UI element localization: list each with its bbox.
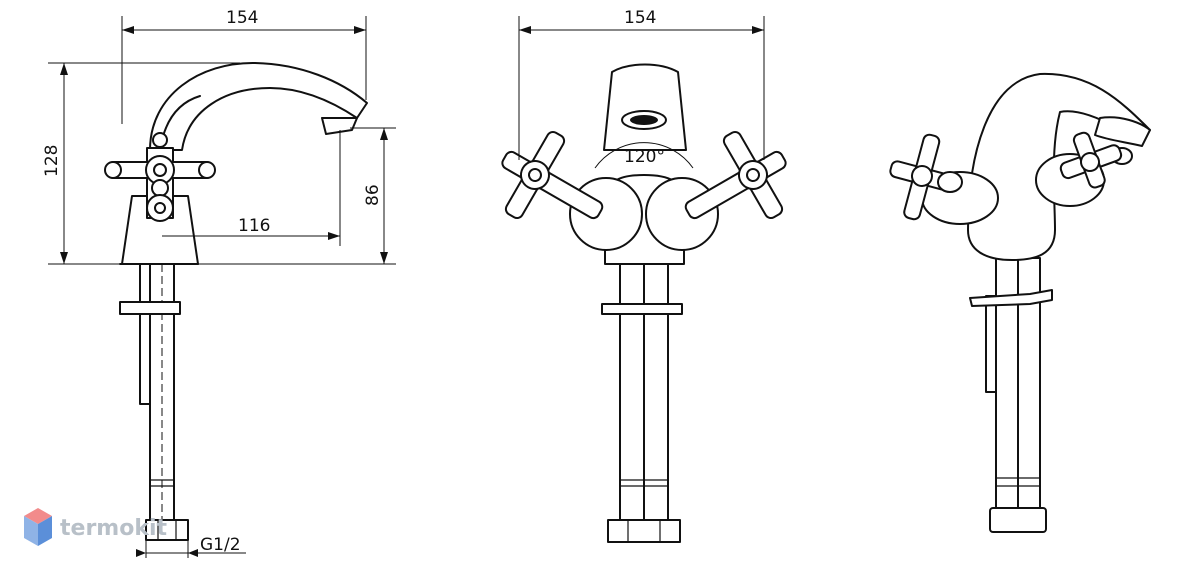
dim-height: 128 — [42, 145, 62, 177]
dim-spout-height: 86 — [363, 184, 383, 206]
dim-spout-reach: 116 — [238, 216, 270, 236]
dim-thread: G1/2 — [200, 535, 241, 555]
side-view: 154 128 86 116 G1/2 — [42, 8, 396, 558]
isometric-view — [889, 72, 1151, 533]
termokit-logo: termokit — [24, 508, 167, 546]
dim-front-width: 154 — [624, 8, 656, 28]
watermark-text: termokit — [60, 516, 167, 541]
dim-side-width: 154 — [226, 8, 258, 28]
dim-handle-angle: 120° — [624, 147, 665, 167]
front-view: 120° 154 — [501, 8, 787, 543]
